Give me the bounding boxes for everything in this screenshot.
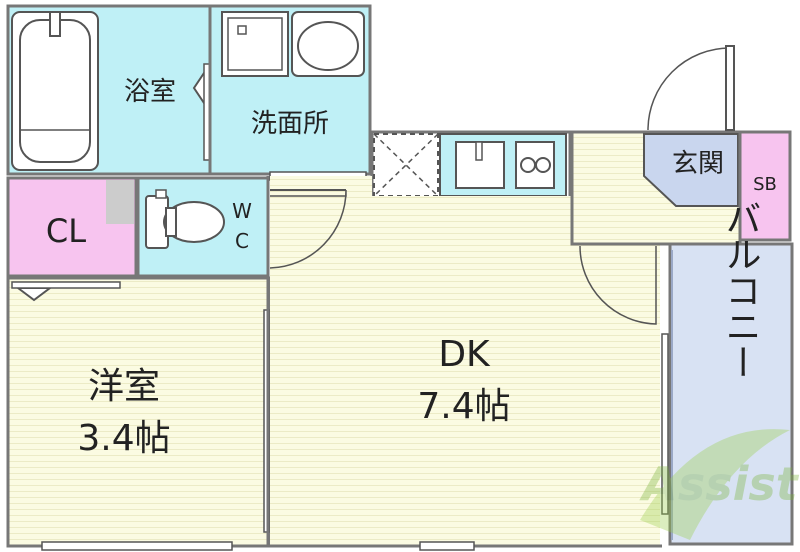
kitchen-counter [370, 130, 572, 200]
bathroom-room: 浴室 [6, 4, 212, 176]
toilet-door-icon [269, 189, 347, 269]
toilet-icon [145, 189, 225, 249]
washbasin-icon [291, 11, 365, 77]
closet-label: CL [46, 212, 86, 250]
washing-machine-icon [221, 11, 289, 77]
balcony-area: バルコニー [668, 200, 794, 546]
bath-door-icon [192, 69, 207, 107]
toilet-label-w: W [232, 199, 252, 223]
closet-room: CL [6, 176, 138, 278]
dining-kitchen-room: DK 7.4帖 [266, 176, 669, 551]
hall-door-icon [579, 245, 657, 325]
balcony-label: バルコニー [720, 200, 761, 380]
western-size: 3.4帖 [77, 418, 170, 459]
watermark-text: Assist [639, 457, 800, 511]
entrance-label: 玄関 [672, 149, 724, 179]
entrance-floor [643, 133, 739, 207]
bath-label: 浴室 [124, 77, 176, 107]
front-door-icon [647, 47, 731, 131]
toilet-label-c: C [235, 229, 249, 253]
entrance-area: 玄関 [570, 45, 742, 246]
washroom-room: 洗面所 [208, 4, 372, 181]
western-label: 洋室 [88, 366, 160, 407]
shoebox-label: SB [753, 174, 777, 195]
dk-size: 7.4帖 [417, 386, 510, 427]
washroom-label: 洗面所 [251, 109, 329, 139]
western-room: 洋室 3.4帖 [6, 276, 272, 551]
shoebox: SB [738, 130, 792, 242]
assist-logo: Assist [639, 429, 800, 540]
dk-label: DK [438, 334, 491, 375]
toilet-room: W C [136, 176, 270, 278]
